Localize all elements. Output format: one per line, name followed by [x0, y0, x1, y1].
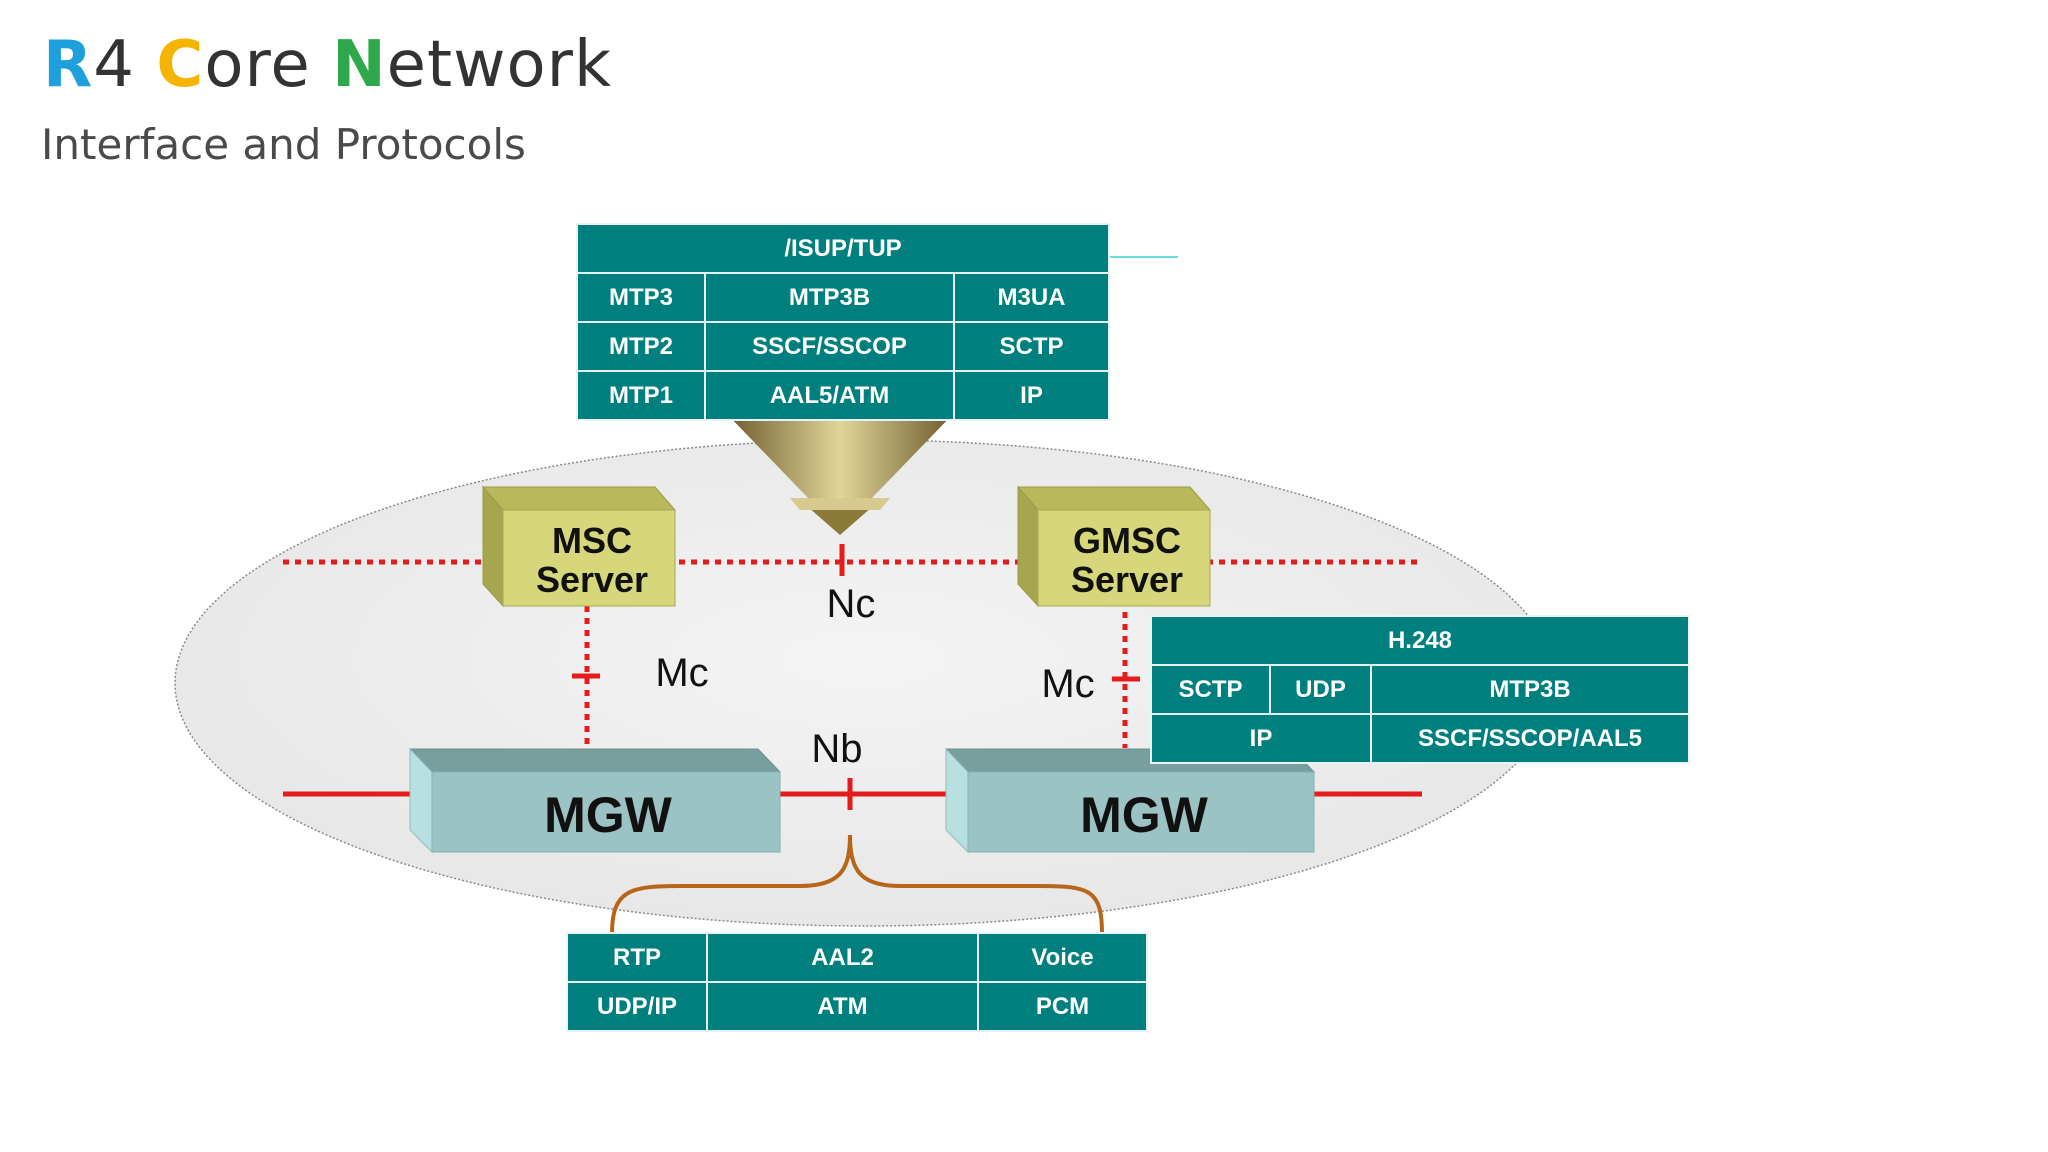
- title-part: R: [43, 28, 94, 102]
- mc-stack-cell: MTP3B: [1370, 664, 1690, 715]
- nc-stack-cell: M3UA: [953, 272, 1110, 323]
- nc-stack-cell: MTP3: [576, 272, 706, 323]
- title-part: 4: [93, 28, 157, 102]
- nb-stack-cell: RTP: [566, 932, 708, 983]
- nc-stack-cell: MTP2: [576, 321, 706, 372]
- gmsc-server-label-line1: GMSC: [1073, 520, 1181, 561]
- title-part: C: [156, 28, 205, 102]
- mgw-right-label: MGW: [1080, 787, 1209, 843]
- mc-right-label: Mc: [1041, 662, 1094, 706]
- nb-brace: [610, 834, 1104, 935]
- title-part: etwork: [386, 28, 612, 102]
- mc-protocol-stack: H.248 SCTP UDP MTP3B IP SSCF/SSCOP/AAL5: [1150, 615, 1690, 764]
- nc-stack-cell: SSCF/SSCOP: [704, 321, 955, 372]
- msc-server-label-line2: Server: [536, 559, 648, 600]
- nb-protocol-stack: RTP AAL2 Voice UDP/IP ATM PCM: [566, 932, 1148, 1032]
- nc-stack-cell: SCTP: [953, 321, 1110, 372]
- nc-protocol-stack: /ISUP/TUP MTP3 MTP3B M3UA MTP2 SSCF/SSCO…: [576, 223, 1110, 421]
- mc-stack-top: H.248: [1150, 615, 1690, 666]
- mc-stack-cell: IP: [1150, 713, 1372, 764]
- nc-stack-cell: AAL5/ATM: [704, 370, 955, 421]
- mc-stack-cell: SSCF/SSCOP/AAL5: [1370, 713, 1690, 764]
- nb-stack-cell: AAL2: [706, 932, 979, 983]
- nb-stack-cell: Voice: [977, 932, 1148, 983]
- mgw-left-label: MGW: [544, 787, 673, 843]
- nb-stack-cell: ATM: [706, 981, 979, 1032]
- gmsc-server-box: [1016, 485, 1212, 608]
- nc-stack-top: /ISUP/TUP: [576, 223, 1110, 274]
- nb-stack-cell: UDP/IP: [566, 981, 708, 1032]
- mc-left-label: Mc: [655, 651, 708, 695]
- nc-stack-cell: IP: [953, 370, 1110, 421]
- mc-stack-cell: SCTP: [1150, 664, 1271, 715]
- msc-server-label-line1: MSC: [552, 520, 632, 561]
- page-title: R4 Core Network: [43, 28, 612, 102]
- page-subtitle: Interface and Protocols: [41, 120, 526, 169]
- mc-stack-cell: UDP: [1269, 664, 1372, 715]
- msc-server-box: [481, 485, 677, 608]
- nc-funnel-arrow: [725, 412, 955, 535]
- title-part: N: [332, 28, 387, 102]
- nb-label: Nb: [811, 727, 862, 771]
- nc-stack-cell: MTP1: [576, 370, 706, 421]
- nb-stack-cell: PCM: [977, 981, 1148, 1032]
- gmsc-server-label-line2: Server: [1071, 559, 1183, 600]
- title-part: ore: [204, 28, 333, 102]
- nc-stack-cell: MTP3B: [704, 272, 955, 323]
- nc-label: Nc: [827, 582, 876, 626]
- mgw-left-box: [408, 747, 782, 854]
